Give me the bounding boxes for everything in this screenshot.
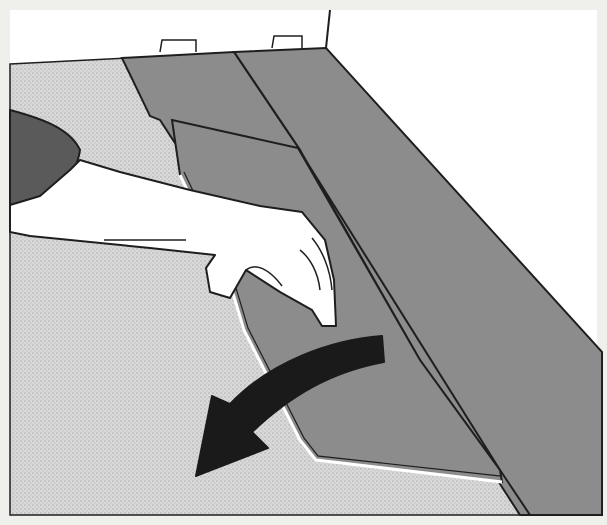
spacer-wedge <box>272 36 302 48</box>
spacer-wedge <box>160 40 196 52</box>
